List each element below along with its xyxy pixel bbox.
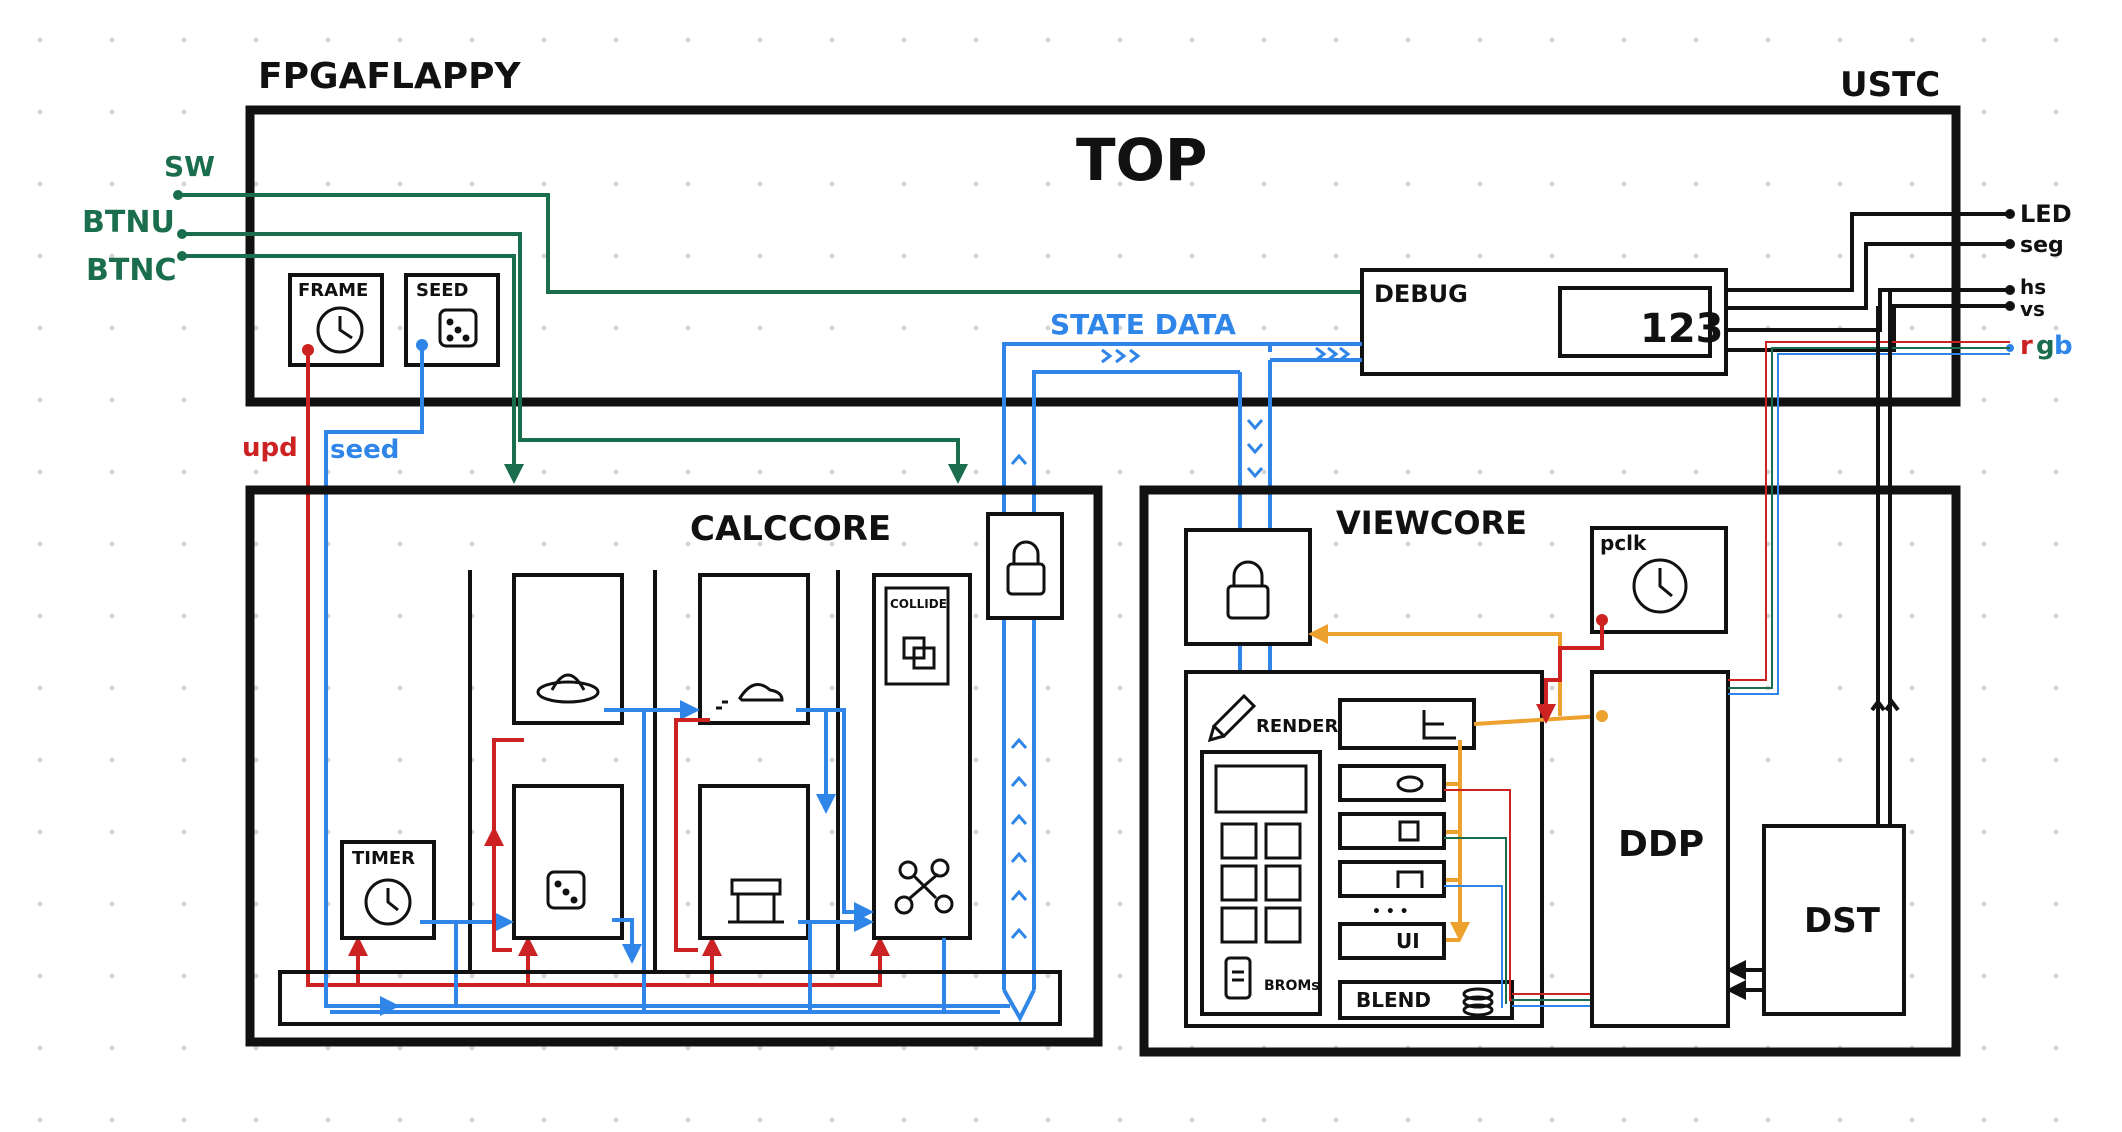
rom-screen xyxy=(1214,764,1308,814)
pipe-layer-block xyxy=(1338,812,1446,850)
seed-label: SEED xyxy=(416,280,469,301)
blend-label: BLEND xyxy=(1356,988,1431,1012)
stack-icon xyxy=(1462,987,1494,1017)
hs-port xyxy=(2005,285,2015,295)
upd-label: upd xyxy=(242,433,298,463)
seed-source-dot xyxy=(416,339,428,351)
coordinate-layer-block xyxy=(1338,698,1476,750)
debug-label: DEBUG xyxy=(1374,280,1468,308)
debug-display-value: 123 xyxy=(1640,306,1724,352)
btnu-label: BTNU xyxy=(82,205,175,240)
stage2-bottom-block xyxy=(698,784,810,940)
timer-label: TIMER xyxy=(352,848,415,869)
calccore-data-wires xyxy=(330,700,1000,1014)
pipe-icon xyxy=(1398,820,1420,842)
sync-wires xyxy=(1726,290,1900,1000)
sw-label: SW xyxy=(164,150,215,183)
org-label: USTC xyxy=(1840,65,1940,105)
stage1-bottom-block xyxy=(512,784,624,940)
seg-label: seg xyxy=(2020,233,2064,258)
stage1-top-block xyxy=(512,573,624,725)
input-wires xyxy=(178,193,1362,484)
btnu-port xyxy=(177,229,187,239)
project-title: FPGAFLAPPY xyxy=(258,56,522,97)
network-icon xyxy=(894,858,954,915)
btnc-port xyxy=(177,251,187,261)
calccore-block xyxy=(245,485,1103,1047)
seg-port xyxy=(2005,239,2015,249)
vs-label: vs xyxy=(2020,297,2045,321)
ddp-block xyxy=(1590,670,1730,1028)
vs-port xyxy=(2005,301,2015,311)
bird-icon xyxy=(1396,775,1424,793)
ddp-coord-dot xyxy=(1596,710,1608,722)
ddp-label: DDP xyxy=(1618,824,1704,865)
timer-block xyxy=(340,840,436,940)
pclk-source-dot xyxy=(1596,614,1608,626)
pclk-label: pclk xyxy=(1600,531,1647,555)
btnc-label: BTNC xyxy=(86,253,176,288)
top-title: TOP xyxy=(1076,126,1207,194)
dice-icon xyxy=(546,870,586,910)
sw-port xyxy=(173,190,183,200)
render-label: RENDER xyxy=(1256,716,1338,737)
upd-source-dot xyxy=(302,344,314,356)
dice-icon xyxy=(438,308,478,348)
collide-block xyxy=(872,573,972,940)
rgb-r-label: r xyxy=(2020,331,2033,361)
dst-label: DST xyxy=(1804,901,1881,941)
calccore-update-wires xyxy=(484,718,710,952)
rgb-b-label: b xyxy=(2054,331,2073,361)
dst-block xyxy=(1762,824,1906,1016)
overlap-icon xyxy=(902,636,936,670)
bird-icon xyxy=(536,673,600,704)
pencil-icon xyxy=(1207,693,1257,743)
led-port xyxy=(2005,209,2015,219)
seed-wire xyxy=(324,345,1010,1016)
bird-icon xyxy=(716,683,784,710)
calccore-label: CALCCORE xyxy=(690,509,891,549)
state-data-label: STATE DATA xyxy=(1050,308,1236,341)
ui-label: UI xyxy=(1396,929,1420,953)
layer-feed-wires xyxy=(1444,789,1592,1008)
viewcore-block xyxy=(1139,485,1961,1057)
pclk-wires xyxy=(1536,620,1604,724)
ground-icon xyxy=(1396,870,1424,888)
memory-chip-icon xyxy=(1224,956,1252,1000)
axis-icon xyxy=(1422,710,1456,740)
layer-ellipsis: • • • xyxy=(1372,904,1409,920)
hs-label: hs xyxy=(2020,275,2046,299)
upd-wire xyxy=(306,350,890,987)
lock-icon xyxy=(1226,560,1270,620)
viewcore-label: VIEWCORE xyxy=(1336,504,1527,542)
brom-label: BROMs xyxy=(1264,978,1320,994)
led-label: LED xyxy=(2020,200,2072,228)
calccore-bus-bar xyxy=(278,970,1062,1026)
stage2-top-block xyxy=(698,573,810,725)
ui-layer-block xyxy=(1338,922,1446,960)
ground-layer-block xyxy=(1338,860,1446,898)
bird-layer-block xyxy=(1338,764,1446,802)
rgb-g-label: g xyxy=(2036,331,2055,361)
clock-icon xyxy=(364,878,412,926)
clock-icon xyxy=(316,306,364,354)
collide-label: COLLIDE xyxy=(890,597,947,611)
seed-signal-label: seed xyxy=(330,435,399,465)
rom-panel xyxy=(1200,750,1322,1016)
pipe-icon xyxy=(728,878,784,924)
rom-grid xyxy=(1220,822,1302,944)
calccore-state-lock xyxy=(986,512,1064,620)
lock-icon xyxy=(1006,540,1046,596)
frame-label: FRAME xyxy=(298,280,368,301)
seven-segment-display xyxy=(1558,286,1712,358)
clock-icon xyxy=(1632,558,1688,614)
pipeline-separators xyxy=(468,570,840,970)
state-data-chevrons xyxy=(1010,346,1351,939)
collide-inner-frame xyxy=(884,586,950,686)
